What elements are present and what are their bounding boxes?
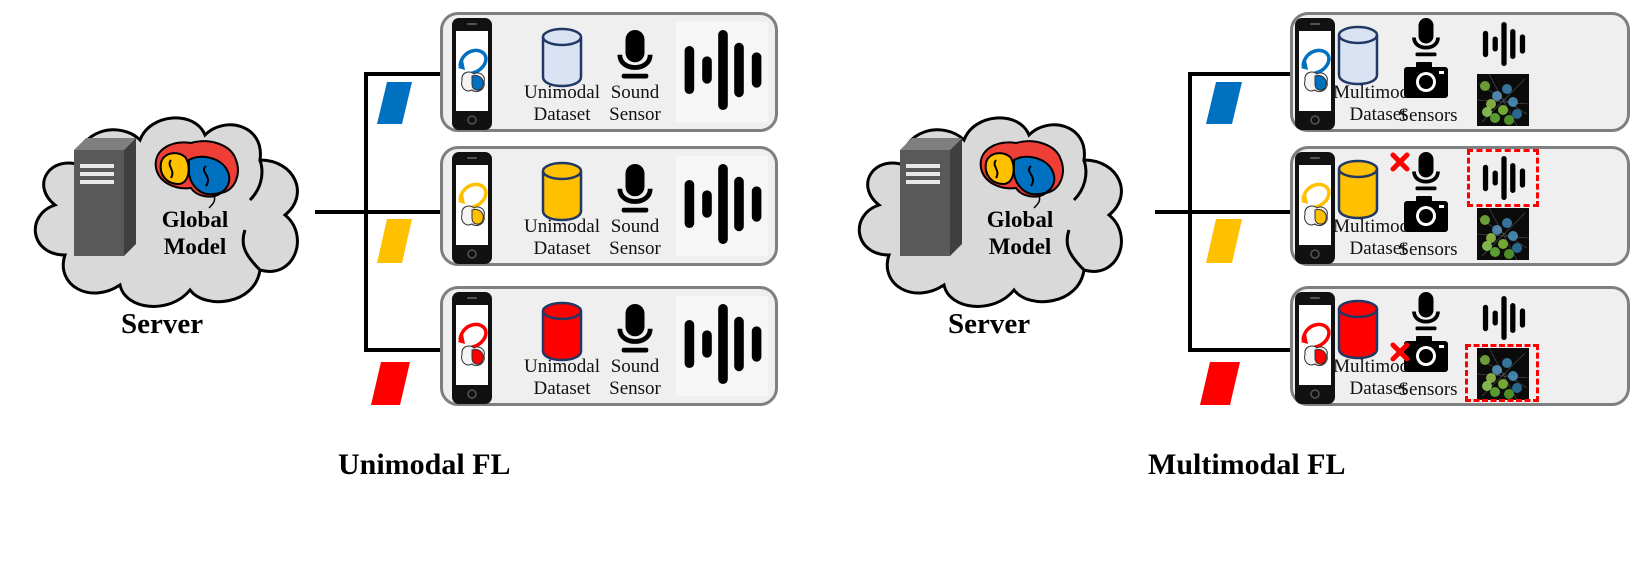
client-color-tag-blue (1206, 82, 1242, 124)
audio-waveform-icon (1482, 22, 1526, 66)
sensor-label: Sound Sensor (609, 216, 661, 259)
smartphone-local-model-icon (1295, 292, 1335, 404)
dataset-cylinder-icon (541, 27, 583, 88)
dataset-label: Unimodal Dataset (524, 82, 600, 125)
client-color-tag-yellow (377, 219, 412, 263)
missing-modality-x-icon (1390, 342, 1410, 362)
dataset-cylinder-icon (1337, 159, 1379, 220)
microphone-icon (1412, 152, 1440, 191)
microphone-icon (1412, 18, 1440, 57)
client-color-tag-red (1200, 362, 1240, 405)
dataset-cylinder-icon (541, 301, 583, 362)
server-tower-icon (74, 138, 136, 256)
dataset-cylinder-icon (1337, 299, 1379, 360)
dataset-cylinder-icon (541, 161, 583, 222)
microphone-icon (1412, 292, 1440, 331)
image-data-thumbnail (1476, 207, 1530, 261)
global-model-label: Global Model (986, 207, 1054, 259)
camera-icon (1404, 62, 1448, 98)
missing-modality-highlight (1467, 149, 1539, 207)
audio-waveform-icon (684, 164, 762, 244)
camera-icon (1404, 336, 1448, 372)
smartphone-local-model-icon (1295, 152, 1335, 264)
missing-modality-highlight (1465, 344, 1539, 402)
audio-waveform-icon (1482, 296, 1526, 340)
dataset-label: Multimodal Dataset (1333, 356, 1423, 399)
global-model-brain-icon (979, 140, 1064, 209)
missing-modality-x-icon (1390, 152, 1410, 172)
sensors-label: Sensors (1398, 239, 1458, 260)
client-color-tag-red (371, 362, 410, 405)
smartphone-local-model-icon (452, 292, 492, 404)
dataset-label: Multimodal Dataset (1333, 82, 1423, 125)
sensors-label: Sensors (1398, 105, 1458, 126)
unimodal-fl-caption: Unimodal FL (338, 448, 511, 481)
dataset-label: Unimodal Dataset (524, 216, 600, 259)
dataset-cylinder-icon (1337, 25, 1379, 86)
sensors-label: Sensors (1398, 379, 1458, 400)
client-color-tag-blue (377, 82, 412, 124)
microphone-icon (617, 164, 653, 213)
smartphone-local-model-icon (452, 152, 492, 264)
image-data-thumbnail (1476, 73, 1530, 127)
microphone-icon (617, 30, 653, 79)
image-data-thumbnail (1476, 347, 1530, 401)
audio-waveform-icon (684, 30, 762, 110)
audio-waveform-icon (684, 304, 762, 384)
audio-waveform-icon (1482, 156, 1526, 200)
server-tower-icon (900, 138, 962, 256)
dataset-label: Unimodal Dataset (524, 356, 600, 399)
server-label: Server (948, 308, 1031, 340)
smartphone-local-model-icon (1295, 18, 1335, 130)
global-model-label: Global Model (161, 207, 229, 259)
client-color-tag-yellow (1206, 219, 1242, 263)
server-label: Server (121, 308, 204, 340)
dataset-label: Multimodal Dataset (1333, 216, 1423, 259)
sensor-label: Sound Sensor (609, 82, 661, 125)
camera-icon (1404, 196, 1448, 232)
multimodal-fl-caption: Multimodal FL (1148, 448, 1346, 481)
smartphone-local-model-icon (452, 18, 492, 130)
global-model-brain-icon (154, 140, 239, 209)
microphone-icon (617, 304, 653, 353)
sensor-label: Sound Sensor (609, 356, 661, 399)
